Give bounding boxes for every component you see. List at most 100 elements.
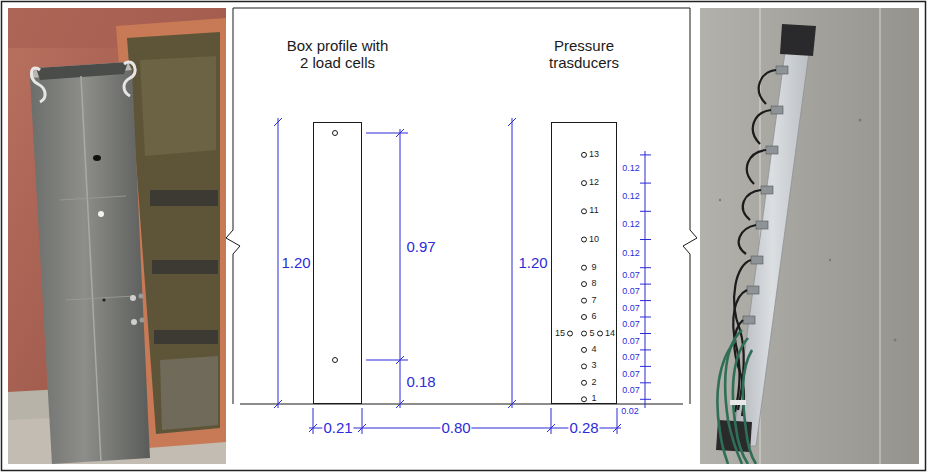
transducer-plate-photo [700,8,919,464]
transducer-plate-photo [717,330,756,464]
transducer-plate-photo [743,316,755,324]
dimension-lines [640,239,651,240]
box-profile-photo [31,68,45,102]
spacing-label: 0.12 [621,164,641,174]
box-profile-photo [8,8,226,464]
load-cell-points [333,358,338,363]
box-profile-photo [102,298,105,301]
load-cell-box-profile: Box profile with 2 load cells [313,122,362,404]
spacing-label: 0.12 [621,192,641,202]
transducer-plate-photo [743,190,761,220]
transducer-points [582,282,587,287]
dimension-lines [366,133,408,134]
box-profile-photo [60,196,126,200]
transducer-points [582,347,587,352]
dimension-lines [278,118,279,408]
transducer-points [582,380,587,385]
transducer-number: 15 [555,329,565,339]
transducer-number: 7 [591,296,596,306]
spacing-label: 0.07 [621,320,641,330]
section-outline [226,8,697,404]
dimension-lines [313,408,314,434]
transducer-plate-photo [894,339,897,342]
transducer-plate: Pressure trasducers [551,122,617,404]
transducer-number: 3 [591,361,596,371]
box-profile-photo [124,62,135,96]
spacing-label: 0.07 [621,287,641,297]
dimension-lines [547,424,555,432]
dimension-lines [400,129,401,408]
dimension-label: 0.28 [568,420,599,437]
spacing-label: 0.07 [621,386,641,396]
box-profile-photo [140,318,145,323]
dimension-label: 0.97 [405,239,436,256]
dimension-lines [640,333,651,334]
dimension-lines [362,408,363,434]
spacing-label: 0.07 [621,337,641,347]
transducer-plate-photo [776,66,788,74]
transducer-points [568,331,573,336]
box-profile-photo [36,62,128,80]
transducer-plate-photo [756,221,768,229]
spacing-label: 0.12 [621,220,641,230]
transducer-number: 4 [591,345,596,355]
dimension-lines [640,382,651,383]
dimension-lines [508,400,516,408]
transducer-points [582,152,587,157]
transducer-plate-photo [780,24,816,56]
dimension-lines [274,118,651,434]
spacing-label: 0.07 [621,353,641,363]
transducer-points [598,331,603,336]
transducer-number: 2 [591,378,596,388]
transducer-plate-photo [761,186,773,194]
box-profile-photo [131,319,137,325]
transducer-plate-photo [747,286,759,294]
transducer-plate-photo [771,106,783,114]
box-profile-photo [30,70,150,464]
transducer-plate-photo [747,150,766,184]
dimension-lines [640,317,651,318]
transducer-points [582,364,587,369]
transducer-plate-photo [743,350,756,464]
dimension-lines [640,183,651,184]
transducer-plate-photo [739,225,756,254]
dimension-lines [512,118,513,408]
dimension-lines [551,408,552,434]
transducer-points [582,331,587,336]
box-profile-photo [8,8,226,464]
dimension-lines [396,129,404,137]
transducer-points [568,152,603,401]
box-profile-photo [139,294,144,299]
dimension-lines [640,211,651,212]
transducer-number: 14 [605,329,615,339]
dimension-lines [640,267,651,268]
box-profile-photo [152,260,218,274]
box-profile-photo [154,330,218,344]
dimension-lines [358,424,366,432]
transducer-number: 12 [589,178,599,188]
transducer-plate-photo [700,8,919,464]
dimension-lines [274,118,282,126]
dimension-label: 0.21 [322,420,353,437]
box-profile-photo [130,295,136,301]
box-profile-photo [150,190,218,206]
transducer-plate-photo [730,400,746,405]
transducer-plate-photo [859,119,862,122]
spacing-label: 0.07 [621,304,641,314]
load-cell-points [333,131,338,136]
dimension-lines [640,155,651,399]
box-profile-photo [140,56,216,156]
transducer-points [582,298,587,303]
spacing-label: 0.07 [621,271,641,281]
transducer-points [582,181,587,186]
transducer-number: 10 [589,235,599,245]
transducer-number: 1 [591,394,596,404]
dimension-lines [640,284,651,285]
dimension-lines [366,360,408,361]
dimension-lines [617,408,618,434]
transducer-plate-photo [743,66,788,324]
dimension-label: 1.20 [280,255,311,272]
